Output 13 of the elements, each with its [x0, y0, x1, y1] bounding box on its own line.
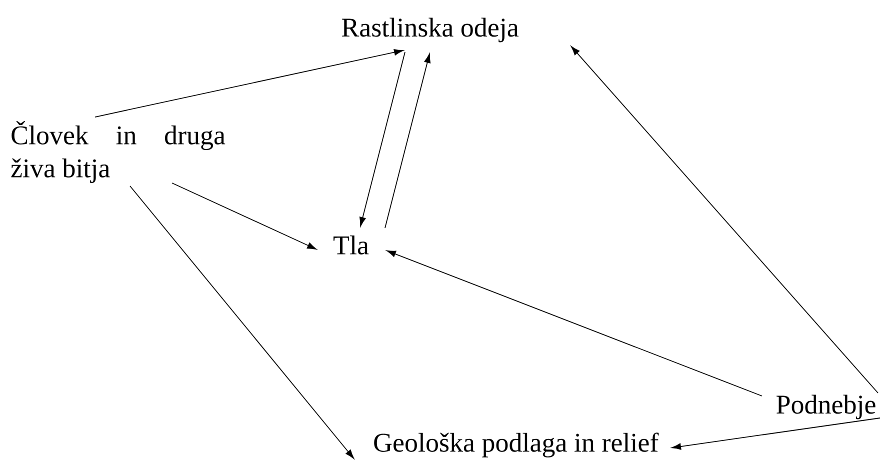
node-label: Tla: [334, 236, 369, 254]
arrow: [130, 186, 354, 459]
node-label: Podnebje: [776, 394, 876, 420]
arrow: [571, 46, 878, 394]
arrow: [94, 49, 404, 118]
arrow: [384, 54, 431, 228]
node-label: Rastlinska odeja: [342, 18, 519, 42]
node-label: Geološka podlaga in relief: [374, 432, 659, 458]
arrow: [386, 250, 762, 396]
node-label: Človek in druga živa bitja: [11, 121, 226, 183]
arrow: [172, 182, 316, 250]
arrow: [672, 418, 880, 450]
arrow: [359, 52, 406, 226]
